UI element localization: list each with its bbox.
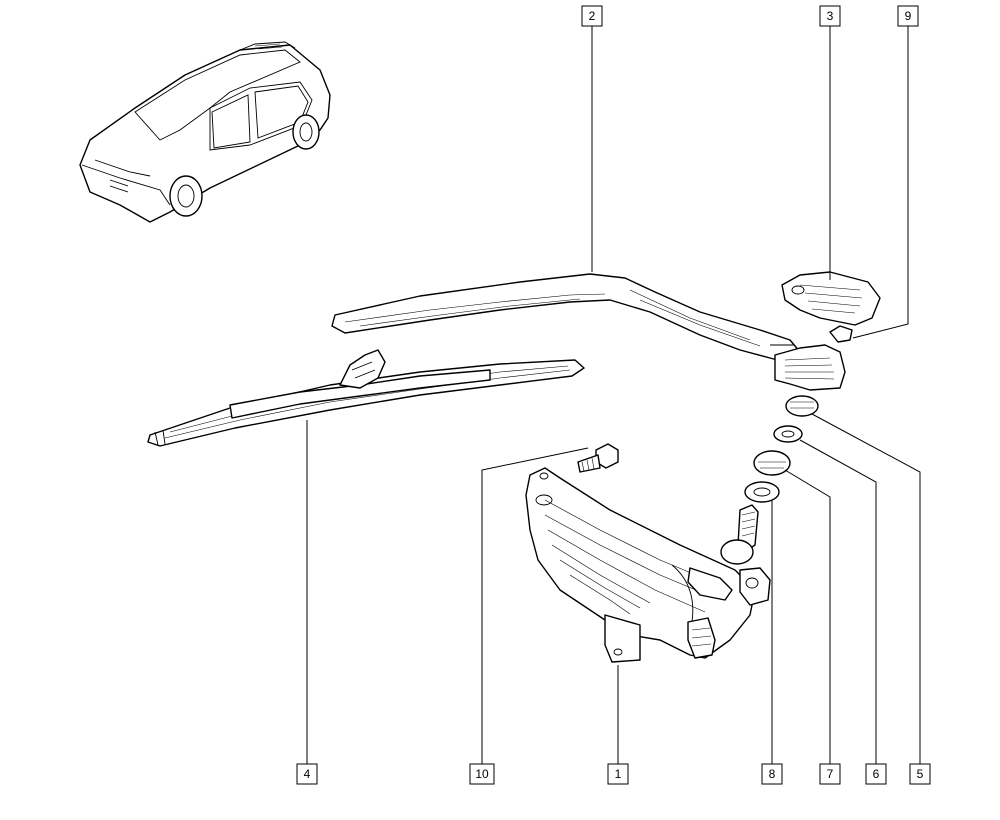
callout-4: 4 bbox=[296, 763, 318, 785]
callouts: 1 2 3 4 5 6 7 8 bbox=[296, 5, 931, 785]
wiper-motor bbox=[525, 467, 771, 663]
callout-2: 2 bbox=[581, 5, 603, 27]
callout-3: 3 bbox=[819, 5, 841, 27]
callout-10: 10 bbox=[469, 763, 495, 785]
svg-text:7: 7 bbox=[827, 767, 834, 781]
svg-text:5: 5 bbox=[917, 767, 924, 781]
callout-6: 6 bbox=[865, 763, 887, 785]
leader-6 bbox=[799, 439, 877, 766]
callout-1: 1 bbox=[607, 763, 629, 785]
wiper-arm bbox=[331, 273, 846, 391]
svg-text:3: 3 bbox=[827, 9, 834, 23]
svg-text:1: 1 bbox=[615, 767, 622, 781]
leader-10 bbox=[481, 447, 589, 766]
nut bbox=[785, 395, 819, 417]
car-illustration bbox=[79, 41, 331, 223]
callout-9: 9 bbox=[897, 5, 919, 27]
bolt bbox=[577, 443, 619, 473]
grommet bbox=[744, 481, 780, 503]
callout-7: 7 bbox=[819, 763, 841, 785]
callout-5: 5 bbox=[909, 763, 931, 785]
clip bbox=[829, 325, 853, 343]
leader-lines bbox=[306, 26, 921, 766]
leader-5 bbox=[811, 413, 921, 766]
callout-8: 8 bbox=[761, 763, 783, 785]
arm-cap bbox=[781, 271, 881, 326]
svg-text:4: 4 bbox=[304, 767, 311, 781]
leader-9 bbox=[852, 26, 909, 339]
seal-cap bbox=[753, 450, 791, 476]
svg-text:8: 8 bbox=[769, 767, 776, 781]
svg-text:6: 6 bbox=[873, 767, 880, 781]
svg-text:10: 10 bbox=[475, 767, 489, 781]
wiper-blade bbox=[147, 349, 585, 447]
svg-text:9: 9 bbox=[905, 9, 912, 23]
washer bbox=[773, 425, 803, 443]
leader-7 bbox=[784, 469, 831, 766]
svg-text:2: 2 bbox=[589, 9, 596, 23]
